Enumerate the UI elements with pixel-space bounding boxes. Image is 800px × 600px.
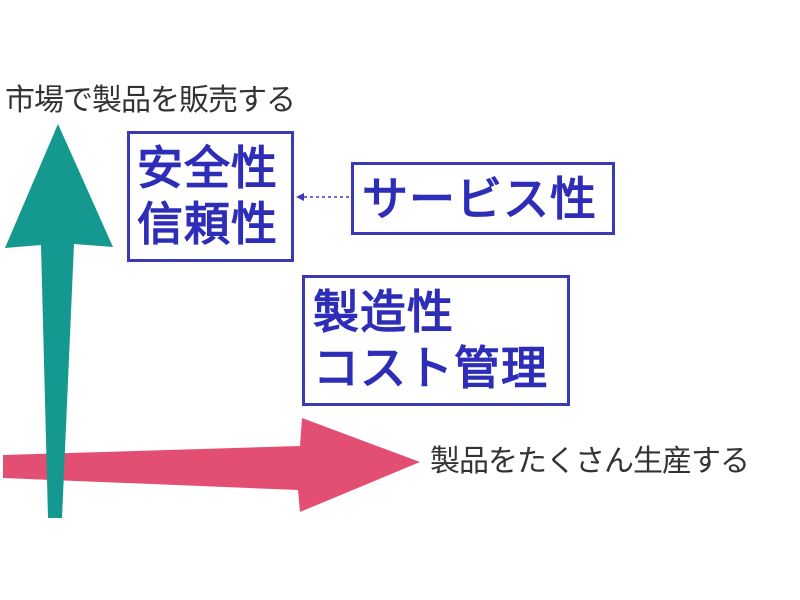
- safety-label: 安全性: [137, 141, 278, 195]
- horizontal-axis-label: 製品をたくさん生産する: [430, 444, 750, 479]
- manufacturability-cost-box: 製造性 コスト管理: [302, 275, 570, 406]
- manufacturability-label: 製造性: [313, 285, 454, 339]
- serviceability-box: サービス性: [351, 162, 615, 235]
- connector-arrowhead: [296, 193, 304, 201]
- horizontal-arrow: [3, 418, 420, 512]
- serviceability-label: サービス性: [362, 172, 597, 226]
- safety-reliability-box: 安全性 信頼性: [127, 131, 294, 262]
- vertical-arrow: [5, 124, 113, 518]
- vertical-axis-label: 市場で製品を販売する: [5, 83, 296, 118]
- reliability-label: 信頼性: [137, 197, 278, 251]
- cost-management-label: コスト管理: [313, 341, 548, 395]
